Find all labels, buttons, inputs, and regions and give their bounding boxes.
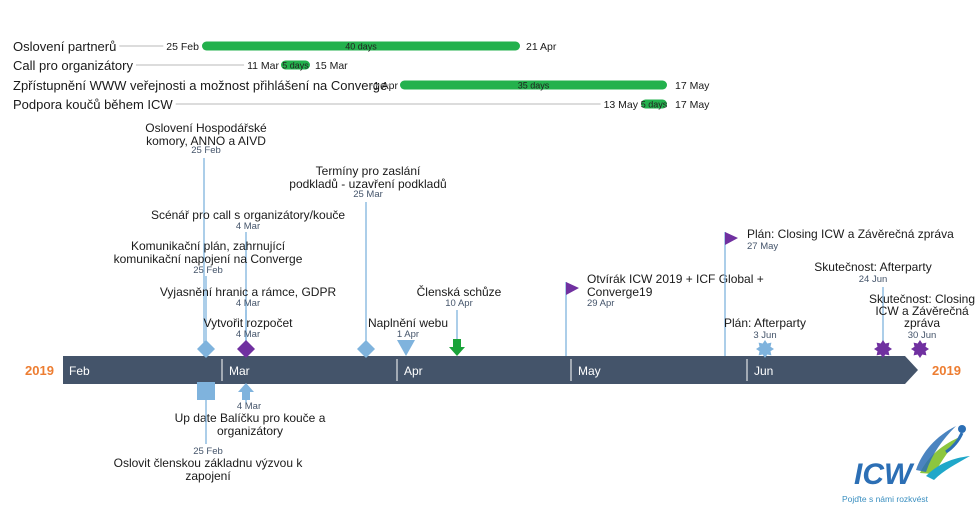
milestone-title: Oslovit členskou základnu výzvou k xyxy=(114,456,304,470)
month-label: Feb xyxy=(69,364,90,378)
task-bar[interactable] xyxy=(400,80,667,90)
milestone-marker[interactable] xyxy=(449,339,465,356)
task-bar[interactable] xyxy=(641,99,667,109)
milestone-date: 1 Apr xyxy=(397,329,419,340)
milestone-title: Vytvořit rozpočet xyxy=(204,316,294,330)
milestone-title: organizátory xyxy=(217,424,283,438)
milestone-date: 25 Feb xyxy=(193,265,223,276)
task-bar[interactable] xyxy=(281,60,310,70)
task-duration: 5 days xyxy=(641,100,668,110)
task-duration: 35 days xyxy=(518,81,550,91)
year-label-right: 2019 xyxy=(932,363,961,378)
month-label: Apr xyxy=(404,364,423,378)
milestone-marker[interactable] xyxy=(566,282,579,295)
milestone-date: 25 Feb xyxy=(191,145,221,156)
milestone-title: Scénář pro call s organizátory/kouče xyxy=(151,208,345,222)
milestone-marker[interactable] xyxy=(756,340,774,358)
milestone-title: ICW a Závěrečná xyxy=(875,304,969,318)
milestone-title: Converge19 xyxy=(587,285,653,299)
milestone-date: 30 Jun xyxy=(908,330,937,341)
milestone-marker[interactable] xyxy=(197,382,215,400)
milestone-title: Komunikační plán, zahrnující xyxy=(131,239,286,253)
milestone-title: zapojení xyxy=(185,469,231,483)
milestone-date: 25 Mar xyxy=(353,189,383,200)
milestone-title: Oslovení Hospodářské xyxy=(145,121,267,135)
milestone-marker[interactable] xyxy=(874,340,892,358)
milestone-date: 4 Mar xyxy=(237,401,261,412)
milestone-marker[interactable] xyxy=(357,340,375,358)
milestone-marker[interactable] xyxy=(197,340,215,358)
month-label: May xyxy=(578,364,601,378)
timeline-band xyxy=(63,356,918,384)
milestone-title: Skutečnost: Afterparty xyxy=(814,260,931,274)
logo-tagline: Pojďte s námi rozkvést xyxy=(842,494,929,504)
milestone-title: Vyjasnění hranic a rámce, GDPR xyxy=(160,285,337,299)
task-start-date: 25 Feb xyxy=(166,41,199,53)
milestone-marker[interactable] xyxy=(725,232,738,245)
task-name: Podpora koučů během ICW xyxy=(13,97,173,112)
task-end-date: 17 May xyxy=(675,80,710,92)
task-name: Call pro organizátory xyxy=(13,58,133,73)
milestone-marker[interactable] xyxy=(911,340,929,358)
milestone-date: 3 Jun xyxy=(753,330,776,341)
task-start-date: 1 Apr xyxy=(373,80,398,92)
milestone-date: 10 Apr xyxy=(445,298,472,309)
milestone-title: Plán: Afterparty xyxy=(724,316,806,330)
milestone-date: 24 Jun xyxy=(859,274,888,285)
task-start-date: 11 Mar xyxy=(247,60,279,72)
logo-text: ICW xyxy=(854,458,915,491)
task-start-date: 13 May xyxy=(604,99,639,111)
milestone-marker[interactable] xyxy=(397,340,415,356)
milestone-title: Termíny pro zaslání xyxy=(316,164,421,178)
milestone-date: 27 May xyxy=(747,241,778,252)
milestone-title: komory, ANNO a AIVD xyxy=(146,134,266,148)
task-duration: 40 days xyxy=(345,42,377,52)
task-end-date: 21 Apr xyxy=(526,41,557,53)
milestone-date: 4 Mar xyxy=(236,329,260,340)
milestone-date: 4 Mar xyxy=(236,221,260,232)
milestone-title: komunikační napojení na Converge xyxy=(114,252,303,266)
task-end-date: 17 May xyxy=(675,99,710,111)
milestone-title: podkladů - uzavření podkladů xyxy=(289,177,446,191)
task-end-date: 15 Mar xyxy=(315,60,348,72)
milestone-title: Členská schůze xyxy=(417,284,502,299)
task-name: Zpřístupnění WWW veřejnosti a možnost př… xyxy=(13,78,387,93)
milestone-title: zpráva xyxy=(904,316,940,330)
milestone-title: Naplnění webu xyxy=(368,316,448,330)
month-label: Jun xyxy=(754,364,773,378)
task-bar[interactable] xyxy=(202,41,520,51)
milestone-title: Skutečnost: Closing xyxy=(869,292,975,306)
milestone-date: 4 Mar xyxy=(236,298,260,309)
milestone-marker[interactable] xyxy=(237,340,255,358)
milestone-title: Plán: Closing ICW a Závěrečná zpráva xyxy=(747,227,954,241)
milestone-title: Up date Balíčku pro kouče a xyxy=(175,411,326,425)
task-name: Oslovení partnerů xyxy=(13,39,116,54)
milestone-marker[interactable] xyxy=(238,383,254,400)
year-label-left: 2019 xyxy=(25,363,54,378)
month-label: Mar xyxy=(229,364,250,378)
icw-logo: ICW Pojďte s námi rozkvést xyxy=(838,418,978,506)
milestone-date: 29 Apr xyxy=(587,298,614,309)
milestone-title: Otvírák ICW 2019 + ICF Global + xyxy=(587,272,764,286)
milestone-date: 25 Feb xyxy=(193,446,223,457)
task-duration: 5 days xyxy=(282,61,309,71)
